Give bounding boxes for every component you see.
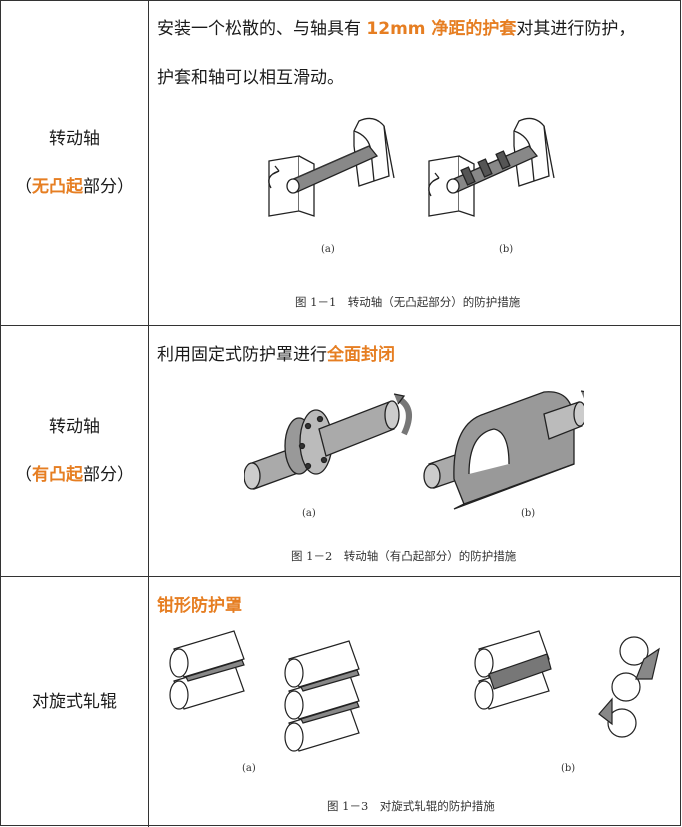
figure-1-1-sub-a: (a): [321, 244, 335, 255]
label-highlight: 有凸起: [32, 465, 83, 485]
table-row: 转动轴 （无凸起部分） 安装一个松散的、与轴具有 12mm 净距的护套对其进行防…: [1, 1, 680, 326]
description-highlight: 钳形防护罩: [157, 596, 242, 616]
figure-1-2-sub-b: (b): [521, 508, 536, 519]
desc-highlight: 12mm 净距的护套: [366, 19, 517, 39]
row-content-cell: 钳形防护罩: [149, 577, 680, 827]
description-line-1: 安装一个松散的、与轴具有 12mm 净距的护套对其进行防护，: [157, 19, 636, 39]
figure-1-2-caption: 图 1－2 转动轴（有凸起部分）的防护措施: [291, 549, 517, 563]
coupling-shaft-figure: [244, 393, 412, 490]
figure-1-3-caption: 图 1－3 对旋式轧辊的防护措施: [327, 799, 495, 813]
plain-shaft-figure: [268, 117, 395, 217]
enclosed-shaft-figure: [423, 390, 584, 510]
row-label-cell: 转动轴 （有凸起部分）: [1, 326, 149, 576]
roller-pair-b: [474, 630, 552, 710]
label-highlight: 无凸起: [32, 177, 83, 197]
desc-highlight: 全面封闭: [327, 345, 395, 365]
description-line: 利用固定式防护罩进行全面封闭: [157, 345, 395, 365]
row-label-main: 转动轴: [49, 417, 100, 437]
table-row: 对旋式轧辊 钳形防护罩: [1, 577, 680, 827]
row-label-main: 对旋式轧辊: [32, 692, 117, 712]
row-label-sub: （无凸起部分）: [15, 177, 134, 197]
row-content-cell: 安装一个松散的、与轴具有 12mm 净距的护套对其进行防护， 护套和轴可以相互滑…: [149, 1, 680, 325]
table-row: 转动轴 （有凸起部分） 利用固定式防护罩进行全面封闭: [1, 326, 680, 577]
figure-1-1-illustration: [268, 117, 555, 217]
figure-1-3-illustration: [169, 630, 660, 752]
figure-1-3-sub-a: (a): [242, 763, 256, 774]
figure-1-1-sub-b: (b): [499, 244, 514, 255]
row-label-sub: （有凸起部分）: [15, 465, 134, 485]
roller-side-view-b: [598, 636, 660, 738]
figure-1-2-sub-a: (a): [302, 508, 316, 519]
row-label-cell: 转动轴 （无凸起部分）: [1, 1, 149, 325]
roller-stack-a: [284, 640, 360, 752]
guarded-shaft-figure: [428, 117, 555, 217]
figure-1-3-sub-b: (b): [561, 763, 576, 774]
row-label-main: 转动轴: [49, 129, 100, 149]
roller-pair-a: [169, 630, 245, 710]
description-line-2: 护套和轴可以相互滑动。: [157, 68, 344, 88]
figure-1-2-illustration: [244, 390, 584, 510]
row-label-cell: 对旋式轧辊: [1, 577, 149, 827]
row-content-cell: 利用固定式防护罩进行全面封闭: [149, 326, 680, 576]
figure-1-1-caption: 图 1－1 转动轴（无凸起部分）的防护措施: [295, 295, 521, 309]
